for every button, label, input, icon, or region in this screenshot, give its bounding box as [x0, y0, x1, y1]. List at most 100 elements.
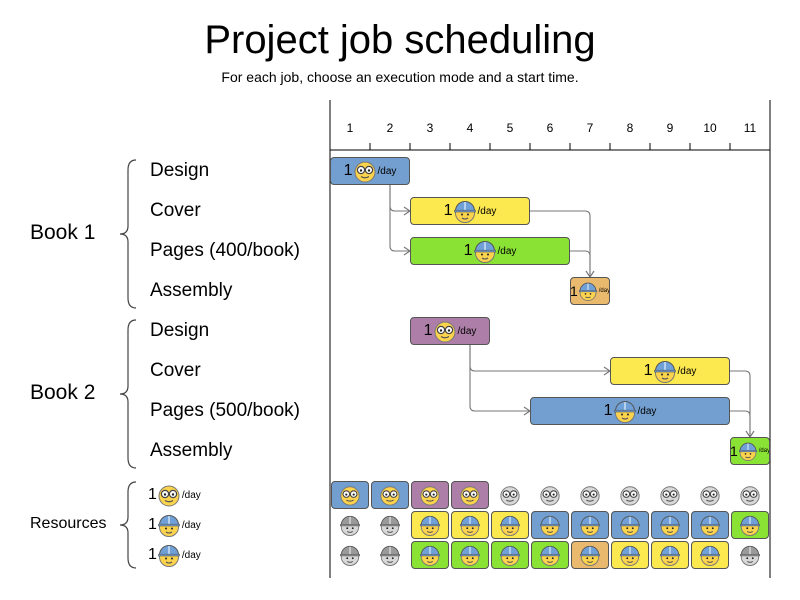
rate-label: 1/day: [570, 281, 610, 301]
worker-icon: [380, 545, 400, 566]
column-label: 9: [666, 121, 674, 135]
task-bar[interactable]: 1/day: [730, 437, 770, 465]
task-bar[interactable]: 1/day: [330, 157, 410, 185]
worker-icon: [340, 515, 360, 536]
engineer-icon: [354, 161, 375, 183]
brace: [119, 481, 137, 569]
engineer-icon: [340, 486, 360, 506]
worker-icon: [420, 515, 440, 536]
column-label: 10: [703, 121, 717, 135]
worker-icon: [660, 545, 680, 566]
task-label: Cover: [150, 360, 201, 381]
resource-cell: [571, 511, 609, 539]
rate-unit: /day: [598, 288, 610, 294]
worker-icon: [420, 545, 440, 566]
worker-icon: [578, 282, 597, 301]
rate-label: 1/day: [424, 319, 477, 343]
column-label: 6: [546, 121, 554, 135]
rate-number: 1: [463, 242, 473, 259]
rate-label: 1/day: [604, 399, 656, 423]
resource-cell: [611, 511, 649, 539]
dependency-arrow: [389, 185, 410, 212]
worker-icon: [540, 515, 560, 536]
worker-icon: [500, 545, 520, 566]
dependency-arrow: [730, 410, 751, 437]
rate-number: 1: [643, 362, 653, 379]
rate-unit: /day: [497, 245, 517, 257]
resource-cell: [491, 481, 529, 509]
engineer-icon: [620, 486, 640, 506]
task-label: Cover: [150, 200, 201, 221]
resource-cell: [331, 541, 369, 569]
resource-cell: [371, 481, 409, 509]
rate-unit: /day: [457, 325, 477, 337]
column-label: 5: [506, 121, 514, 135]
rate-number: 1: [343, 162, 353, 179]
resource-cell: [571, 481, 609, 509]
rate-unit: /day: [181, 549, 201, 561]
worker-icon: [158, 545, 180, 567]
rate-label: 1/day: [444, 199, 497, 223]
task-bar[interactable]: 1/day: [410, 237, 570, 265]
rate-number: 1: [570, 283, 578, 299]
task-bar[interactable]: 1/day: [530, 397, 730, 425]
engineer-icon: [460, 486, 480, 506]
task-bar[interactable]: 1/day: [610, 357, 730, 385]
engineer-icon: [158, 485, 180, 507]
resource-cell: [691, 541, 729, 569]
resource-label: 1/day: [148, 543, 201, 567]
worker-icon: [660, 515, 680, 536]
resource-cell: [411, 481, 449, 509]
book-label: Book 2: [30, 381, 96, 404]
rate-unit: /day: [758, 448, 770, 454]
column-label: 3: [426, 121, 434, 135]
page-title: Project job scheduling: [204, 18, 596, 62]
task-bar[interactable]: 1/day: [570, 277, 610, 305]
engineer-icon: [740, 486, 760, 506]
engineer-icon: [540, 486, 560, 506]
worker-icon: [740, 515, 760, 536]
worker-icon: [620, 515, 640, 536]
rate-number: 1: [148, 516, 157, 533]
rate-label: 1/day: [463, 239, 517, 263]
resource-cell: [691, 511, 729, 539]
brace: [119, 159, 137, 309]
engineer-icon: [580, 486, 600, 506]
resource-cell: [491, 511, 529, 539]
task-label: Assembly: [150, 440, 233, 461]
task-label: Design: [150, 320, 210, 341]
engineer-icon: [700, 486, 720, 506]
resource-cell: [531, 511, 569, 539]
column-label: 2: [386, 121, 394, 135]
resource-cell: [651, 481, 689, 509]
worker-icon: [453, 201, 476, 223]
rate-unit: /day: [377, 165, 397, 177]
rate-number: 1: [148, 546, 157, 563]
worker-icon: [158, 515, 180, 537]
task-bar[interactable]: 1/day: [410, 197, 530, 225]
resources-label: Resources: [30, 515, 107, 532]
rate-label: 1/day: [343, 159, 397, 183]
worker-icon: [473, 241, 496, 263]
worker-icon: [580, 515, 600, 536]
dependency-arrow: [530, 210, 591, 277]
worker-icon: [460, 545, 480, 566]
worker-icon: [700, 515, 720, 536]
resource-cell: [451, 481, 489, 509]
resource-cell: [531, 481, 569, 509]
page-subtitle: For each job, choose an execution mode a…: [221, 69, 579, 85]
rate-label: 1/day: [643, 359, 696, 383]
column-label: 11: [743, 121, 757, 135]
worker-icon: [460, 515, 480, 536]
rate-unit: /day: [477, 205, 497, 217]
worker-icon: [653, 361, 676, 383]
engineer-icon: [500, 486, 520, 506]
task-bar[interactable]: 1/day: [410, 317, 490, 345]
resource-cell: [371, 541, 409, 569]
engineer-icon: [434, 321, 455, 343]
resource-cell: [331, 481, 369, 509]
resource-label: 1/day: [148, 513, 201, 537]
engineer-icon: [420, 486, 440, 506]
resource-cell: [611, 481, 649, 509]
resource-cell: [411, 511, 449, 539]
